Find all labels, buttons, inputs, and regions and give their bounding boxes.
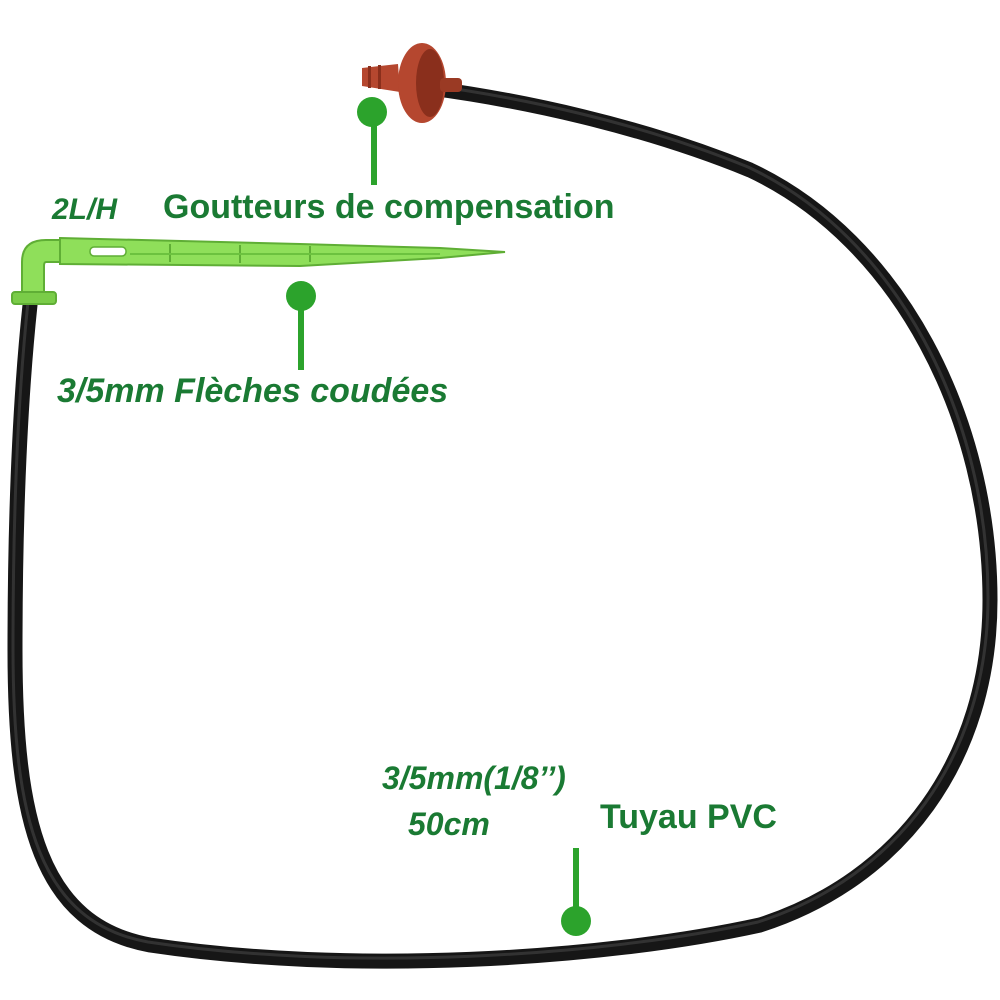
- tube-size-label: 3/5mm(1/8’’): [382, 760, 566, 796]
- pipe-label: Tuyau PVC: [600, 798, 777, 836]
- pvc-tube: [7, 80, 998, 969]
- callout-dripper: [357, 97, 387, 185]
- callout-arrow: [286, 281, 316, 370]
- flow-rate-label: 2L/H: [52, 193, 118, 226]
- dripper: [362, 43, 462, 123]
- arrow-stake-label: 3/5mm Flèches coudées: [57, 372, 449, 410]
- dripper-label: Goutteurs de compensation: [163, 188, 615, 226]
- callout-pipe: [561, 848, 591, 936]
- tube-length-label: 50cm: [408, 806, 490, 842]
- bent-arrow-stake: [11, 236, 506, 305]
